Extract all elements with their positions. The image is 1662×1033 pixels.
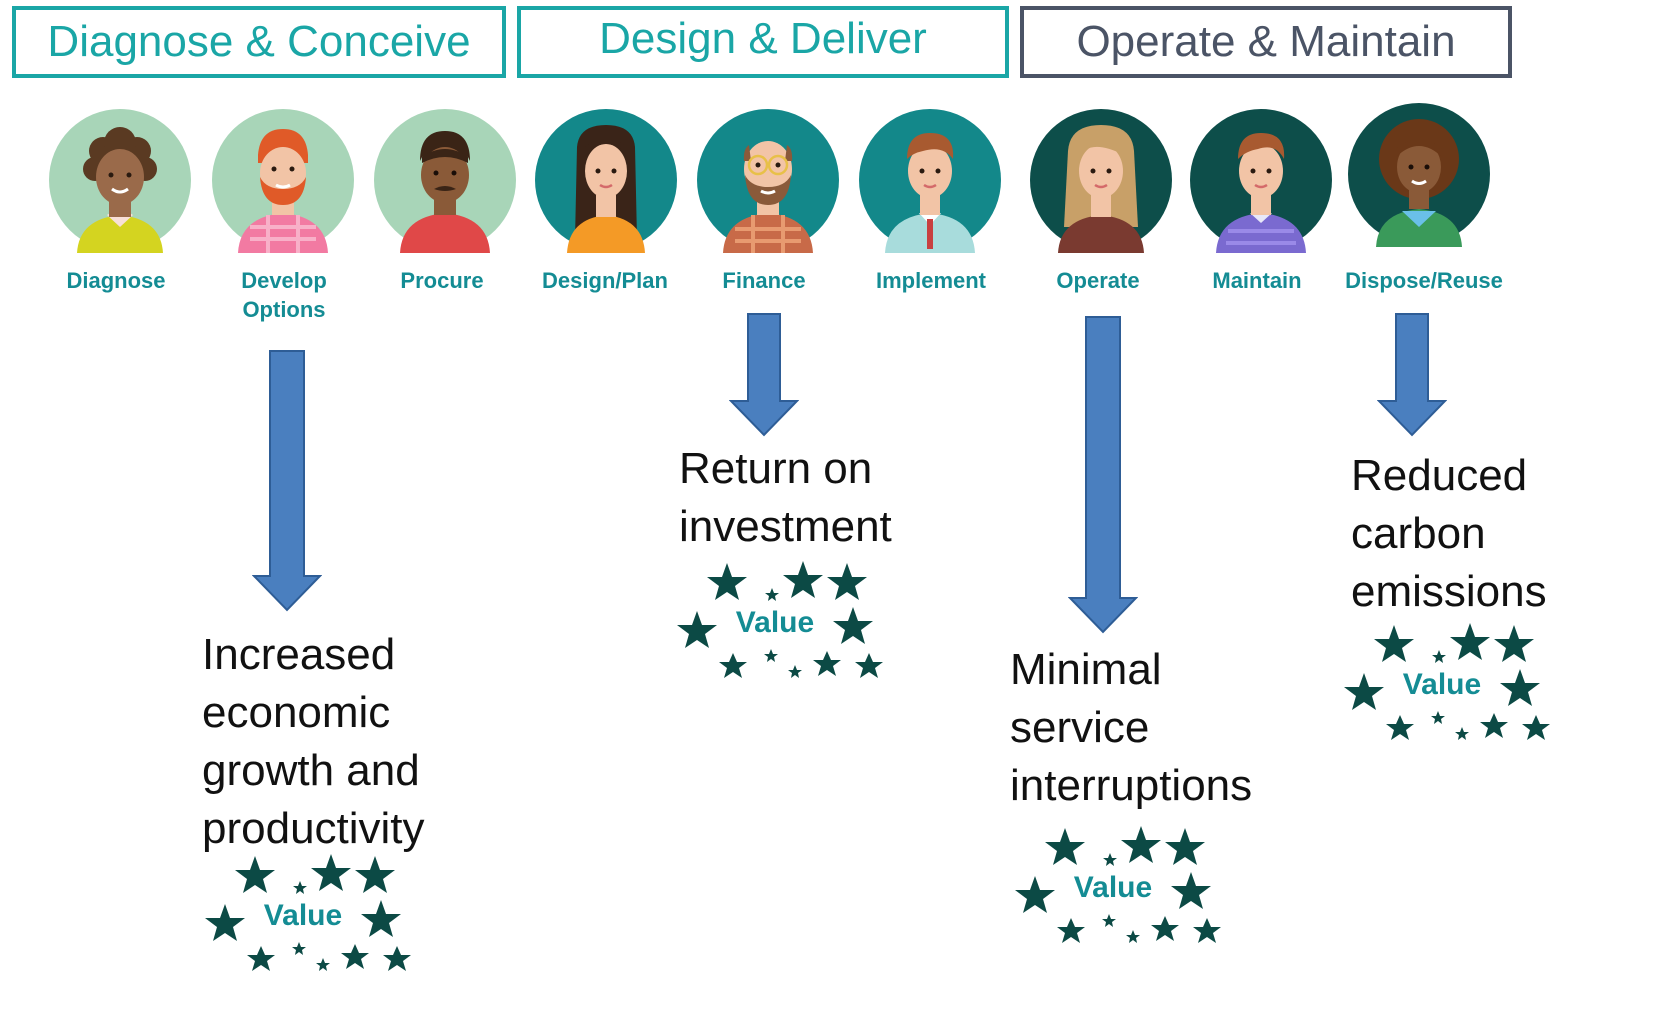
phase-operate-maintain: Operate & Maintain bbox=[1020, 6, 1512, 78]
procure-person-icon bbox=[372, 107, 518, 253]
role-label-finance: Finance bbox=[722, 268, 806, 293]
svg-text:Value: Value bbox=[264, 899, 342, 932]
arrow-down-icon bbox=[729, 313, 799, 437]
role-label-operate: Operate bbox=[1056, 268, 1140, 293]
value-badge: Value bbox=[655, 545, 905, 695]
role-label-design-plan: Design/Plan bbox=[542, 268, 668, 293]
diagnose-person-icon bbox=[47, 107, 193, 253]
svg-text:Value: Value bbox=[736, 606, 814, 639]
outcome-economic-growth: Increased economic growth and productivi… bbox=[202, 630, 425, 853]
role-label-diagnose: Diagnose bbox=[66, 268, 166, 293]
svg-text:Value: Value bbox=[1074, 871, 1152, 904]
value-badge: Value bbox=[1322, 607, 1572, 757]
svg-text:Value: Value bbox=[1403, 668, 1481, 701]
outcome-return-on-investment: Return on investment bbox=[679, 444, 892, 551]
stars-icon bbox=[1344, 623, 1550, 740]
maintain-person-icon bbox=[1188, 107, 1334, 253]
outcome-reduced-carbon: Reduced carbon emissions bbox=[1351, 451, 1547, 616]
design-plan-person-icon bbox=[533, 107, 679, 253]
dispose-reuse-person-icon bbox=[1346, 101, 1492, 247]
outcome-minimal-interruptions: Minimal service interruptions bbox=[1010, 645, 1253, 810]
phase-diagnose-conceive: Diagnose & Conceive bbox=[12, 6, 506, 78]
implement-person-icon bbox=[857, 107, 1003, 253]
stars-icon bbox=[205, 854, 411, 971]
value-badge: Value bbox=[183, 838, 433, 988]
develop-options-person-icon bbox=[210, 107, 356, 253]
finance-person-icon bbox=[695, 107, 841, 253]
role-label-maintain: Maintain bbox=[1212, 268, 1302, 293]
role-label-develop-options: Develop Options bbox=[241, 268, 327, 322]
stars-icon bbox=[1015, 826, 1221, 943]
arrow-down-icon bbox=[1068, 316, 1138, 634]
role-label-implement: Implement bbox=[875, 268, 987, 293]
value-badge: Value bbox=[993, 810, 1243, 960]
arrow-down-icon bbox=[252, 350, 322, 612]
operate-person-icon bbox=[1028, 107, 1174, 253]
role-label-procure: Procure bbox=[400, 268, 484, 293]
role-label-dispose-reuse: Dispose/Reuse bbox=[1345, 268, 1503, 293]
stars-icon bbox=[677, 561, 883, 678]
arrow-down-icon bbox=[1377, 313, 1447, 437]
phase-design-deliver: Design & Deliver bbox=[517, 6, 1009, 78]
